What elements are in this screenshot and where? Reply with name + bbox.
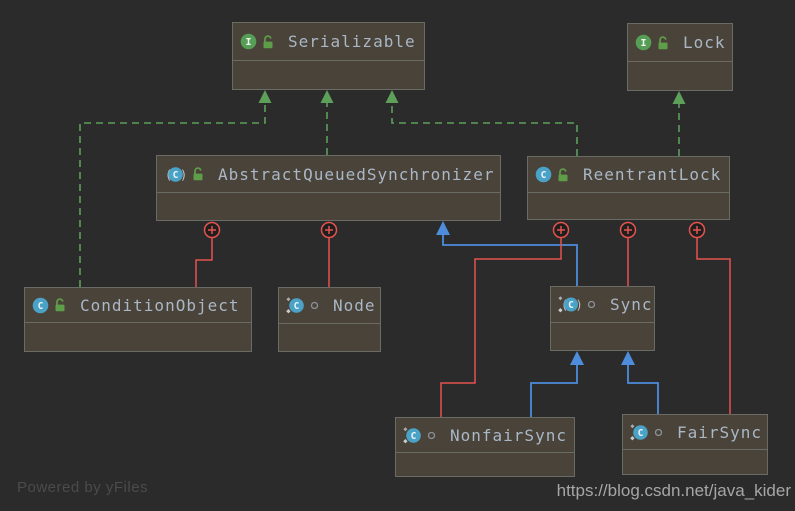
- class-node-conditionobject[interactable]: C ConditionObject: [24, 287, 252, 352]
- class-node-sync[interactable]: (C) Sync: [550, 286, 655, 351]
- class-node-abstractqueuedsynchronizer[interactable]: (C) AbstractQueuedSynchronizer: [156, 155, 501, 221]
- expand-plus-badge[interactable]: [688, 221, 706, 239]
- edge-implements-reentrantlock-serializable[interactable]: [385, 90, 578, 156]
- class-members-empty: [551, 323, 654, 386]
- edge-extends-sync-aqs[interactable]: [436, 221, 578, 286]
- edge-inner-aqs-conditionobject[interactable]: [195, 238, 213, 287]
- svg-text:C: C: [38, 301, 44, 312]
- edge-implements-aqs-serializable[interactable]: [320, 90, 334, 155]
- class-header: C Node: [279, 288, 380, 324]
- class-header: (C) Sync: [551, 287, 654, 323]
- class-header: (C) AbstractQueuedSynchronizer: [157, 156, 500, 193]
- class-node-serializable[interactable]: I Serializable: [232, 22, 425, 90]
- class-node-fairsync[interactable]: C FairSync: [622, 414, 768, 475]
- static-class-icon: C: [630, 423, 649, 441]
- class-name: ReentrantLock: [583, 165, 722, 184]
- extends-arrowhead: [436, 221, 450, 235]
- static-class-icon: C: [286, 297, 305, 314]
- interface-icon: I: [635, 34, 652, 51]
- class-name: NonfairSync: [450, 425, 567, 445]
- package-private-icon: [587, 300, 596, 309]
- edge-inner-reentrantlock-nonfairsync[interactable]: [440, 238, 562, 417]
- svg-text:): ): [180, 168, 187, 182]
- edge-inner-reentrantlock-fairsync[interactable]: [696, 238, 731, 414]
- svg-text:C: C: [541, 170, 547, 181]
- class-members-empty: [279, 324, 380, 387]
- public-open-lock-icon: [54, 298, 66, 312]
- svg-text:): ): [576, 298, 583, 312]
- expand-plus-badge[interactable]: [552, 221, 570, 239]
- package-private-icon: [654, 428, 663, 437]
- blog-url-watermark: https://blog.csdn.net/java_kider: [556, 481, 791, 500]
- class-name: Serializable: [288, 32, 416, 51]
- expand-plus-badge[interactable]: [320, 221, 338, 239]
- package-private-icon: [427, 431, 436, 440]
- class-members-empty: [628, 62, 732, 128]
- public-open-lock-icon: [557, 167, 569, 182]
- public-open-lock-icon: [262, 34, 274, 49]
- static-class-icon: C: [403, 426, 422, 444]
- interface-icon: I: [240, 33, 257, 50]
- class-name: Node: [333, 296, 376, 315]
- class-name: Sync: [610, 295, 653, 314]
- class-members-empty: [233, 61, 424, 127]
- class-name: AbstractQueuedSynchronizer: [218, 164, 495, 184]
- expand-plus-badge[interactable]: [203, 221, 221, 239]
- edge-extends-nonfairsync-sync[interactable]: [530, 351, 584, 417]
- edge-implements-reentrantlock-lock[interactable]: [672, 91, 686, 156]
- class-header: C ReentrantLock: [528, 157, 729, 193]
- extends-arrowhead: [621, 351, 635, 365]
- class-icon: C: [32, 297, 49, 314]
- class-name: Lock: [683, 33, 726, 52]
- edge-extends-fairsync-sync[interactable]: [621, 351, 659, 414]
- class-node-nonfairsync[interactable]: C NonfairSync: [395, 417, 575, 477]
- class-header: C NonfairSync: [396, 418, 574, 453]
- abstract-static-class-icon: (C): [558, 296, 582, 313]
- implements-arrowhead: [672, 91, 686, 104]
- implements-arrowhead: [385, 90, 399, 103]
- class-header: I Lock: [628, 24, 732, 62]
- class-node-node[interactable]: C Node: [278, 287, 381, 352]
- svg-text:I: I: [640, 38, 646, 49]
- svg-text:C: C: [173, 170, 179, 181]
- implements-arrowhead: [258, 90, 272, 103]
- svg-text:C: C: [294, 301, 300, 312]
- svg-text:C: C: [568, 300, 574, 311]
- svg-text:C: C: [411, 431, 417, 442]
- class-node-lock[interactable]: I Lock: [627, 23, 733, 91]
- implements-arrowhead: [320, 90, 334, 103]
- extends-arrowhead: [570, 351, 584, 365]
- abstract-class-icon: (C): [164, 166, 187, 183]
- class-header: C ConditionObject: [25, 288, 251, 323]
- class-name: FairSync: [677, 422, 763, 442]
- class-name: ConditionObject: [80, 295, 240, 315]
- class-node-reentrantlock[interactable]: C ReentrantLock: [527, 156, 730, 220]
- expand-plus-badge[interactable]: [619, 221, 637, 239]
- svg-text:C: C: [638, 428, 644, 439]
- class-members-empty: [396, 453, 574, 511]
- public-open-lock-icon: [192, 167, 204, 181]
- class-members-empty: [528, 193, 729, 255]
- public-open-lock-icon: [657, 35, 669, 50]
- class-members-empty: [25, 323, 251, 386]
- class-header: C FairSync: [623, 415, 767, 450]
- class-header: I Serializable: [233, 23, 424, 61]
- edge-implements-conditionobject-serializable[interactable]: [79, 90, 272, 287]
- powered-by-yfiles-watermark: Powered by yFiles: [17, 479, 149, 496]
- class-icon: C: [535, 166, 552, 183]
- package-private-icon: [310, 301, 319, 310]
- class-members-empty: [157, 193, 500, 257]
- svg-text:I: I: [245, 37, 251, 48]
